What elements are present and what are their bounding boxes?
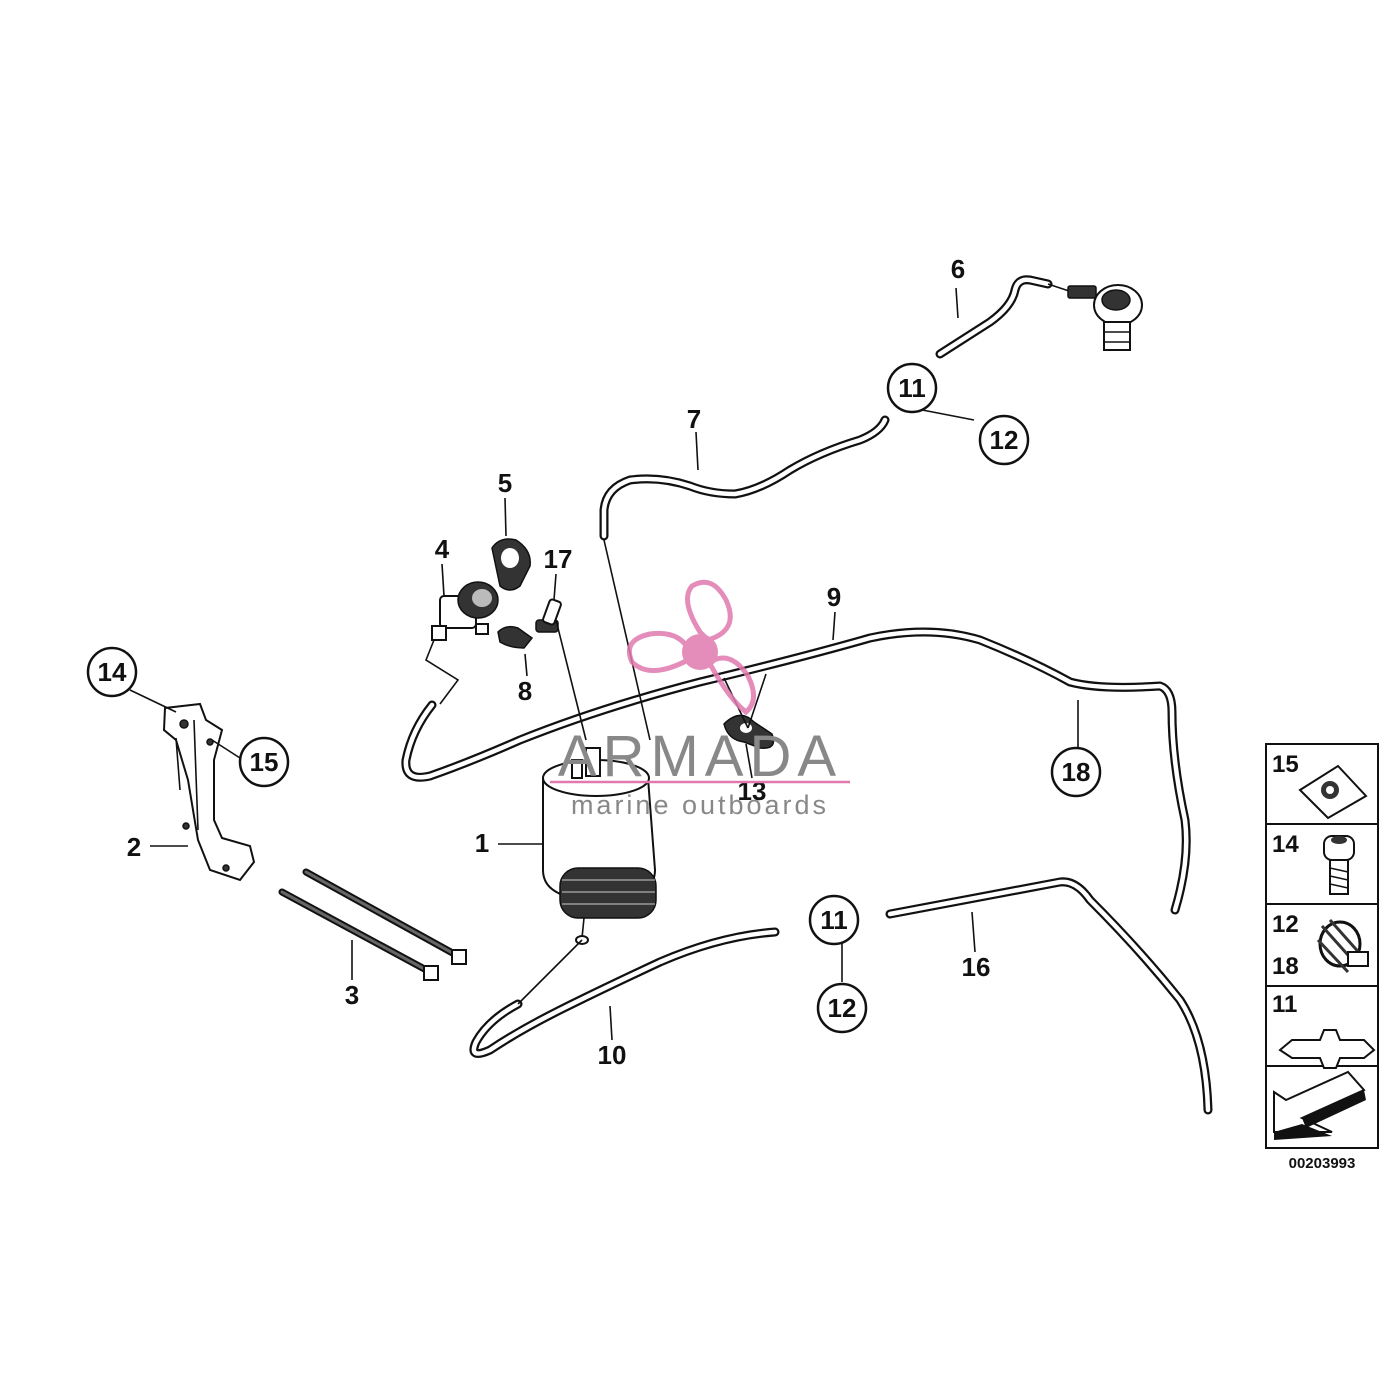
tee-connector [535,598,562,633]
part-label-5: 5 [498,468,512,498]
svg-text:18: 18 [1062,757,1091,787]
propeller-icon [626,579,756,716]
part-label-3: 3 [345,980,359,1010]
hose-16 [885,877,1213,1115]
legend-label-11: 11 [1272,991,1297,1018]
svg-text:12: 12 [828,993,857,1023]
circled-label-15: 15 [238,736,290,788]
part-label-10: 10 [598,1040,627,1070]
part-label-4: 4 [435,534,450,564]
svg-text:11: 11 [820,905,848,935]
hose-10 [469,927,780,1059]
watermark-tagline: marine outboards [571,790,829,820]
carbon-canister [542,747,657,945]
circled-label-12-bottom: 12 [816,982,868,1034]
svg-text:14: 14 [98,657,127,687]
hose-6 [935,275,1053,359]
circled-label-14: 14 [86,646,138,698]
part-label-9: 9 [827,582,841,612]
legend-label-15: 15 [1272,751,1299,778]
circled-label-11-top: 11 [886,362,938,414]
armada-watermark: ARMADA marine outboards [550,579,850,820]
part-label-8: 8 [518,676,532,706]
hose-9 [401,627,1191,915]
part-label-1: 1 [475,828,489,858]
watermark-brand: ARMADA [558,724,842,789]
legend-label-14: 14 [1272,831,1299,858]
part-label-7: 7 [687,404,701,434]
legend-label-12: 12 [1272,911,1299,938]
leader-lines [129,287,1079,1041]
spring-nut-icon [1298,764,1368,820]
diagram-number: 00203993 [1289,1155,1356,1172]
hose-7 [599,415,890,541]
bolt-icon [1323,835,1355,895]
hose-clamp-icon [1316,919,1369,974]
elbow-connector [497,625,534,649]
bracket [162,702,256,882]
circled-label-11-bottom: 11 [808,894,860,946]
mounting-ring [491,538,531,591]
legend-panel: 15 14 12 18 11 [1265,743,1379,1149]
part-label-2: 2 [127,832,141,862]
cable-ties [278,868,467,981]
svg-text:15: 15 [250,747,279,777]
purge-valve [431,581,499,641]
svg-text:11: 11 [898,373,926,403]
svg-text:12: 12 [990,425,1019,455]
part-label-16: 16 [962,952,991,982]
connector-icon [1278,1029,1376,1069]
legend-label-18: 18 [1272,953,1299,980]
circled-labels: 11 12 14 15 18 11 12 [86,362,1102,1034]
circled-label-18: 18 [1050,746,1102,798]
vent-valve [1047,283,1143,351]
circled-label-12-top: 12 [978,414,1030,466]
direction-arrow-icon [1273,1070,1366,1140]
part-number-labels: 6 7 5 4 17 8 9 13 1 2 3 10 16 [127,254,991,1070]
part-label-6: 6 [951,254,965,284]
part-label-17: 17 [544,544,573,574]
